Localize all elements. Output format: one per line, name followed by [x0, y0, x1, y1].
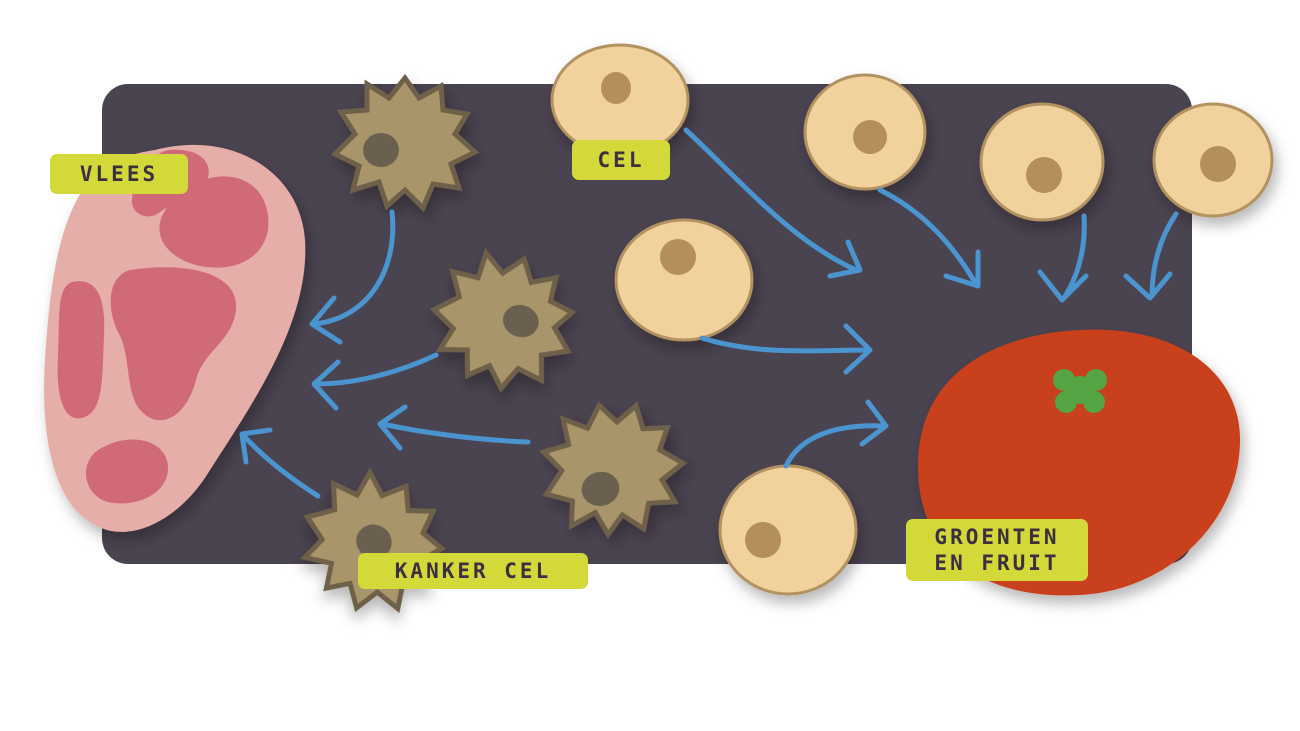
label-en-fruit-text: EN FRUIT — [934, 551, 1059, 575]
cell-6 — [718, 464, 858, 596]
arrows — [239, 127, 1179, 499]
meat-steak — [44, 144, 306, 532]
cell-3 — [979, 102, 1105, 222]
arrow-cancer2-to-meat — [311, 352, 439, 411]
cell-4 — [1152, 102, 1274, 218]
arrow-cell4-to-tomato — [1123, 211, 1179, 301]
cancer-cell-1 — [335, 78, 475, 208]
arrow-cell3-to-tomato — [1037, 213, 1089, 303]
tomato-leaf-icon — [1053, 369, 1107, 413]
cancer-cell-3 — [531, 391, 695, 547]
label-vlees-text: VLEES — [80, 162, 158, 186]
arrow-cell6-to-tomato — [783, 399, 889, 469]
cell-2 — [803, 73, 927, 191]
label-groenten-text: GROENTEN — [934, 525, 1059, 549]
label-groenten-en-fruit: GROENTEN EN FRUIT — [906, 519, 1088, 581]
label-kanker-cel: KANKER CEL — [358, 553, 588, 589]
arrow-cell2-to-tomato — [877, 187, 981, 289]
cancer-cell-4 — [280, 451, 466, 634]
cell-5 — [614, 218, 754, 342]
cell-1 — [550, 43, 690, 157]
arrow-cancer1-to-meat — [309, 209, 396, 345]
arrow-cancer4-to-meat — [239, 427, 321, 499]
arrow-cell5-to-tomato — [699, 323, 873, 375]
label-cel: CEL — [572, 140, 670, 180]
label-cel-text: CEL — [598, 148, 645, 172]
cancer-cell-2 — [417, 237, 590, 404]
arrow-cancer3-to-meat — [377, 404, 531, 451]
arrow-cell1-to-tomato — [683, 127, 863, 279]
label-vlees: VLEES — [50, 154, 188, 194]
label-kanker-cel-text: KANKER CEL — [395, 559, 551, 583]
